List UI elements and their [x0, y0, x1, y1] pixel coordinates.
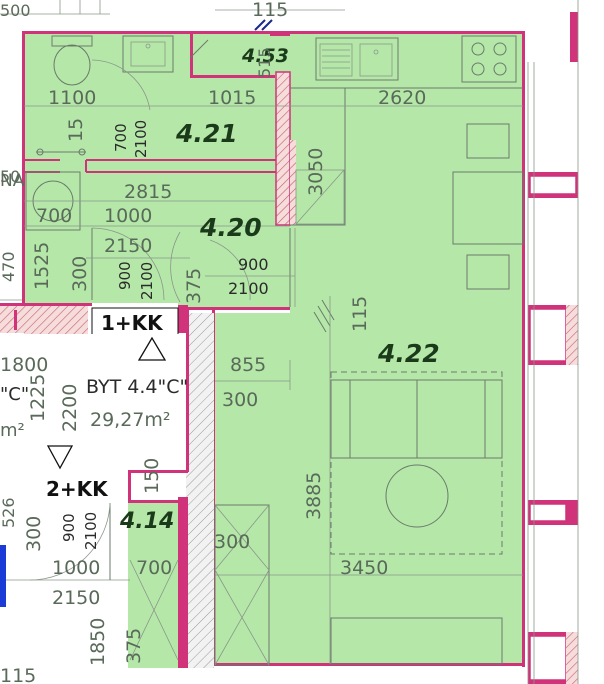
towel-rail-icon	[36, 148, 86, 156]
dimension-label: 2100	[138, 262, 156, 300]
dimension-label: 515	[255, 47, 274, 78]
wall-hatch-left	[0, 305, 24, 333]
room-label-422: 4.22	[377, 339, 440, 368]
unit-type-2kk: 2+KK	[46, 477, 109, 501]
dimension-label: 15	[65, 118, 87, 142]
dimension-label: 2150	[104, 235, 152, 257]
dimension-label: 1000	[104, 205, 152, 227]
dimension-lines	[24, 19, 523, 664]
room-label-421: 4.21	[175, 119, 238, 148]
triangle-icon-2	[46, 445, 74, 470]
kitchen-sink-icon	[315, 37, 399, 81]
dimension-label: 470	[0, 251, 18, 282]
washbasin-icon	[122, 35, 174, 73]
dimension-label: 300	[23, 516, 45, 552]
dimension-label: 1000	[52, 557, 100, 579]
partitions	[24, 71, 296, 226]
dimension-label: 1525	[31, 242, 53, 290]
wall-hatch-bottom	[24, 305, 88, 335]
dimension-label: 855	[230, 354, 266, 376]
dimension-label: 2200	[59, 384, 81, 432]
unit-area: 29,27m²	[90, 409, 171, 431]
dimension-label: 1015	[208, 87, 256, 109]
triangle-icon-1	[137, 336, 167, 361]
dimension-label: 700	[136, 557, 172, 579]
dimension-label: 375	[123, 628, 145, 664]
dimension-label: 2100	[132, 120, 150, 158]
blue-marker	[0, 545, 6, 607]
wardrobe-icon	[214, 504, 270, 666]
dimension-label: 2815	[124, 181, 172, 203]
dining-table-icon	[452, 123, 524, 290]
dimension-label: 300	[214, 531, 250, 553]
dimension-label: 700	[112, 123, 130, 152]
dimension-label: 900	[116, 261, 134, 290]
room-label-414: 4.14	[119, 509, 174, 534]
dimension-label: 900	[60, 513, 78, 542]
toilet-icon	[51, 35, 93, 86]
triangles	[46, 336, 167, 470]
room-labels: 4.53 4.21 4.20 4.22 4.14	[119, 45, 440, 534]
dimension-label: 115	[0, 665, 36, 684]
dimension-label: 3050	[305, 148, 327, 196]
dimension-label: 500	[0, 1, 31, 20]
windows	[527, 0, 579, 684]
dimension-label: 1850	[87, 618, 109, 666]
dimension-texts: 115 500 1100 1015 2620 515 700 2100 15 2…	[0, 0, 426, 684]
partial-c-label: "C"	[0, 384, 29, 405]
dimension-label: 2150	[52, 587, 100, 609]
partial-m2-label: m²	[0, 420, 25, 441]
dimension-label: 2100	[228, 279, 269, 298]
dimension-label: 300	[222, 389, 258, 411]
dimension-label: 1800	[0, 354, 48, 376]
dimension-label: 300	[69, 256, 91, 292]
dimension-label: 150	[141, 458, 163, 494]
unit-name: BYT 4.4"C"	[86, 376, 188, 398]
dimension-label: 3450	[340, 557, 388, 579]
floor-main	[24, 33, 523, 664]
bed-icon	[330, 371, 503, 555]
dimension-label: 1100	[48, 87, 96, 109]
room-label-420: 4.20	[199, 213, 262, 242]
dimension-label: 50	[0, 167, 20, 186]
dimension-label: 115	[349, 296, 371, 332]
dimension-label: 900	[238, 255, 269, 274]
dimension-label: 2100	[82, 512, 100, 550]
dimension-label: 1225	[27, 374, 49, 422]
dimension-label: 375	[183, 268, 205, 304]
unit-type-1kk: 1+KK	[101, 311, 164, 335]
dimension-label: 3885	[303, 472, 325, 520]
dimension-label: 2620	[378, 87, 426, 109]
dimension-label: 700	[36, 205, 72, 227]
dimension-label: 526	[0, 497, 18, 528]
partial-na-label: NA	[0, 171, 25, 191]
cooktop-icon	[461, 35, 517, 83]
unit-info: 1+KK 2+KK BYT 4.4"C" 29,27m² "C" m² NA	[0, 171, 188, 501]
room-label-453: 4.53	[241, 45, 289, 67]
dimension-label: 115	[252, 0, 288, 21]
